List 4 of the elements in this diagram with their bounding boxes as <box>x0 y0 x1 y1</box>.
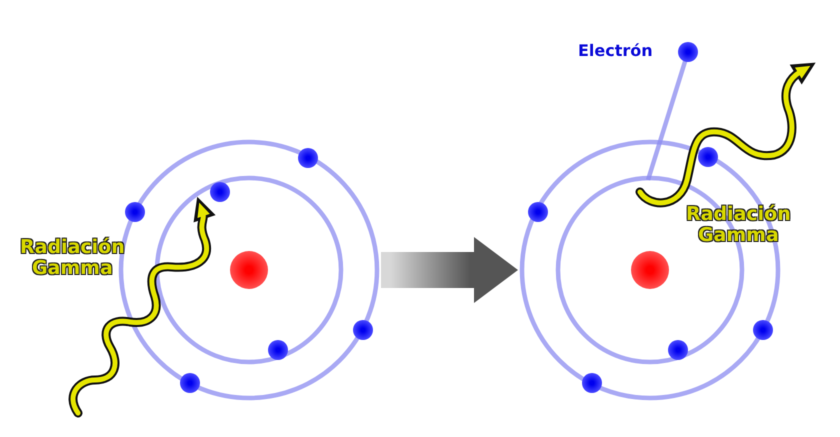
radiation-label: Radiación Gamma <box>686 204 791 246</box>
electron-label: Electrón <box>578 42 653 60</box>
radiation-label: Radiación Gamma <box>20 237 125 279</box>
transition-arrow <box>381 237 518 303</box>
